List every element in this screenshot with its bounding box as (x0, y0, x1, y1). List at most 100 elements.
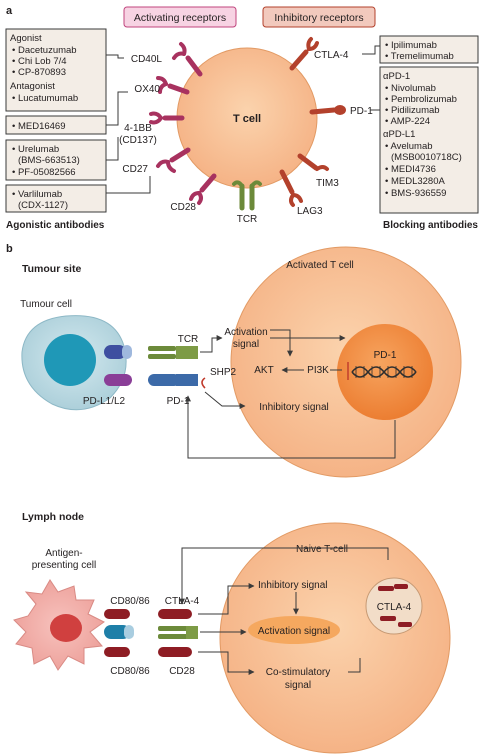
t-cell-label: T cell (233, 113, 261, 125)
pdl1-item: • BMS-936559 (385, 188, 446, 199)
label-tim3: TIM3 (316, 178, 339, 189)
agonist-item: • Chi Lob 7/4 (12, 56, 67, 67)
naive-t-cell (219, 522, 451, 754)
urelumab-box (5, 139, 107, 181)
activation-signal-oval (248, 616, 340, 644)
label-ctla4: CTLA-4 (314, 50, 349, 61)
tumour-cell-label: Tumour cell (20, 299, 72, 310)
ctla4-antibody-box (379, 35, 479, 64)
agonist-item: • Dacetuzumab (12, 45, 77, 56)
urelumab-item: • Urelumab (12, 144, 59, 155)
pd1-item: • AMP-224 (385, 116, 430, 127)
akt-label: AKT (254, 365, 273, 376)
apc-nucleus (50, 614, 82, 642)
ligand-pdl (104, 374, 132, 386)
ctla4-item: • Ipilimumab (385, 40, 437, 51)
tumour-pathway-arrows (185, 329, 396, 459)
cd80-top-label: CD80/86 (110, 596, 150, 607)
vesicle-ctla4-molecules (378, 584, 412, 627)
pdl1-item: • Avelumab (385, 141, 433, 152)
ligand-mhc-tip (122, 345, 132, 359)
pdl1-item: • MEDI4736 (385, 164, 436, 175)
label-pd1: PD-1 (350, 106, 373, 117)
pd1-b-label: PD-1 (167, 396, 190, 407)
inhibitory-header-box (262, 6, 376, 28)
costim-l2: signal (285, 680, 311, 691)
inhibitory-receptors (279, 37, 346, 207)
apdl1-heading: αPD-L1 (383, 129, 415, 140)
pdl-label: PD-L1/L2 (83, 396, 126, 407)
agonistic-caption: Agonistic antibodies (6, 220, 105, 231)
varlilumab-item: • Varlilumab (12, 189, 62, 200)
panel-a-connectors (106, 45, 380, 194)
cd28-label: CD28 (169, 666, 195, 677)
tumour-site-title: Tumour site (22, 263, 81, 275)
label-cd27: CD27 (122, 164, 148, 175)
med-item: • MED16469 (12, 121, 66, 132)
ligand-mhc (104, 345, 126, 359)
activated-t-cell-label: Activated T cell (286, 260, 353, 271)
agonist-heading: Agonist (10, 33, 42, 44)
panel-a-label: a (6, 5, 13, 17)
activating-header-box (123, 6, 237, 28)
naive-t-cell-label: Naive T-cell (296, 544, 348, 555)
cd80-ligand-top (104, 609, 130, 619)
pd-antibody-box (379, 66, 479, 214)
shp2-symbol (201, 377, 206, 389)
cd80-ligand-bottom (104, 647, 130, 657)
pdl1-list: • MEDI4736 • MEDL3280A • BMS-936559 (385, 164, 446, 199)
label-cd28: CD28 (170, 202, 196, 213)
varlilumab-sub: (CDX-1127) (18, 200, 68, 211)
antagonist-heading: Antagonist (10, 81, 55, 92)
blocking-caption: Blocking antibodies (383, 220, 478, 231)
mhc-ligand-ln (104, 625, 130, 639)
nucleus-pd1-label: PD-1 (374, 350, 397, 361)
med-box (5, 115, 107, 135)
tcr-b (148, 346, 198, 359)
varlilumab-box (5, 184, 107, 213)
vesicle-ctla4-label: CTLA-4 (377, 602, 412, 613)
ln-activation-signal: Activation signal (258, 626, 330, 637)
activating-header: Activating receptors (134, 12, 226, 24)
apc-label-l1: Antigen- (45, 548, 82, 559)
tcr-receptor (232, 180, 262, 211)
pd1-item: • Pidilizumab (385, 105, 440, 116)
shp2-label: SHP2 (210, 367, 237, 378)
inhibitory-header: Inhibitory receptors (274, 12, 363, 24)
panel-b-label: b (6, 243, 13, 255)
urelumab-sub: (BMS-663513) (18, 155, 80, 166)
agonist-item: • CP-870893 (12, 67, 66, 78)
pdl1-item: • MEDL3280A (385, 176, 445, 187)
label-4-1bb: 4-1BB (124, 123, 152, 134)
pd1-list: • Nivolumab • Pembrolizumab • Pidilizuma… (385, 83, 457, 127)
antagonist-item: • Lucatumumab (12, 93, 78, 104)
label-lag3: LAG3 (297, 206, 323, 217)
ctla4-item: • Tremelimumab (385, 51, 454, 62)
dna-helix (351, 366, 417, 378)
agonist-box (5, 28, 107, 112)
tcr-b-label: TCR (178, 334, 199, 345)
label-cd40l: CD40L (131, 54, 163, 65)
label-ox40: OX40 (134, 84, 160, 95)
mhc-ligand-tip (124, 625, 134, 639)
pd1-b (148, 374, 198, 386)
tumour-nucleus (44, 334, 96, 386)
pd1-item: • Nivolumab (385, 83, 436, 94)
cd28-receptor (158, 647, 192, 657)
activating-receptors (149, 42, 217, 205)
activation-signal-l1: Activation (224, 327, 267, 338)
ctla4-vesicle (365, 577, 423, 635)
ctla4-receptor-ln (158, 609, 192, 619)
costim-l1: Co-stimulatory (266, 667, 330, 678)
apc-label-l2: presenting cell (32, 560, 96, 571)
ln-inhibitory-signal: Inhibitory signal (258, 580, 327, 591)
label-cd137: (CD137) (119, 135, 157, 146)
pf-item: • PF-05082566 (12, 167, 76, 178)
apd1-heading: αPD-1 (383, 71, 410, 82)
lymph-node-title: Lymph node (22, 511, 84, 523)
activation-signal-l2: signal (233, 339, 259, 350)
pd1-item: • Pembrolizumab (385, 94, 457, 105)
ln-pathway-arrows (179, 547, 389, 675)
